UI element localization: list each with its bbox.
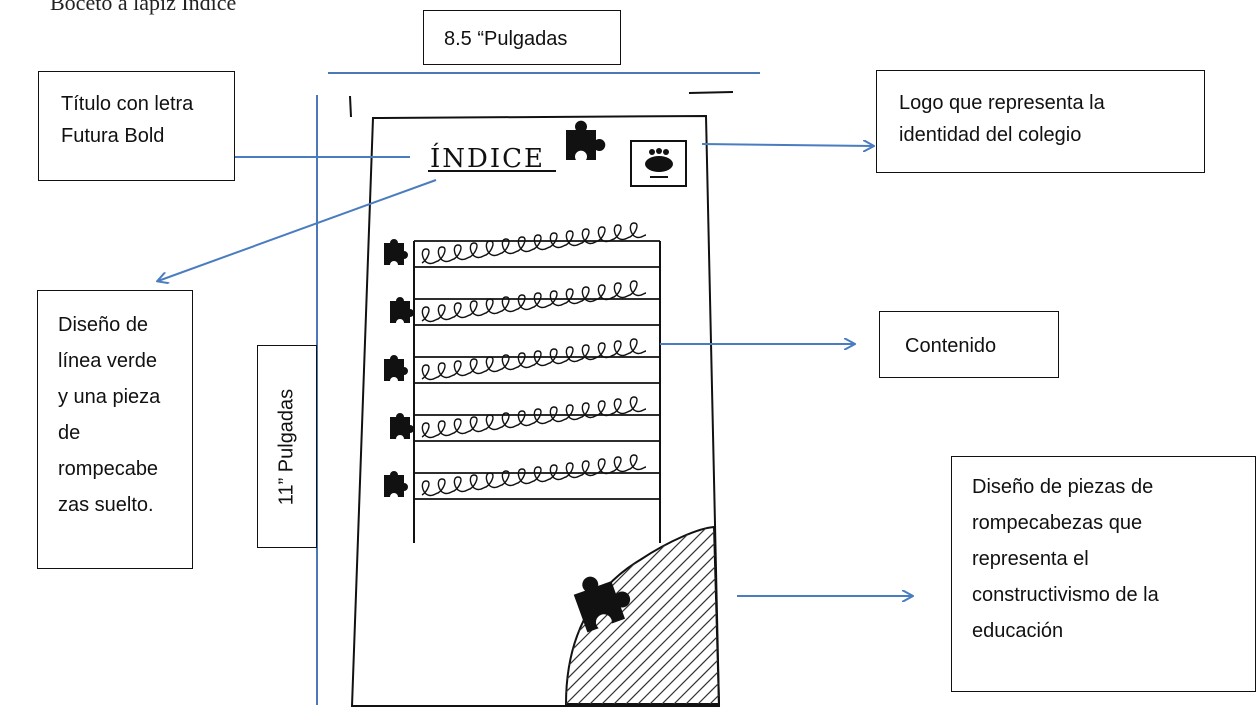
- puzzle-piece-icon: [390, 297, 414, 323]
- sketch-page: ÍNDICE: [349, 91, 734, 707]
- arrow-logo: [701, 144, 873, 146]
- puzzle-piece-icon: [384, 239, 408, 265]
- callout-title-font: Título con letra Futura Bold: [38, 71, 235, 181]
- height-label: 11” Pulgadas: [275, 388, 298, 505]
- callout-line: constructivismo de la: [972, 584, 1159, 606]
- callout-line: identidad del colegio: [899, 124, 1082, 146]
- width-label: 8.5 “Pulgadas: [444, 28, 568, 50]
- puzzle-piece-icon: [390, 413, 414, 439]
- height-label-box: 11” Pulgadas: [257, 345, 317, 548]
- callout-line: educación: [972, 620, 1064, 642]
- callout-line: Logo que representa la: [899, 92, 1105, 114]
- content-row: [390, 396, 660, 442]
- callout-line: representa el: [972, 548, 1089, 570]
- callout-line: Título con letra: [61, 93, 194, 115]
- callout-line: Diseño de piezas de: [972, 476, 1154, 498]
- rows-frame: [413, 241, 661, 543]
- content-row: [390, 280, 660, 326]
- callout-line: zas suelto.: [58, 494, 154, 516]
- callout-line: Futura Bold: [61, 125, 165, 147]
- callout-line: Contenido: [905, 335, 997, 357]
- sketch-title: ÍNDICE: [430, 142, 545, 174]
- callout-line: rompecabe: [58, 458, 159, 480]
- callout-line: y una pieza: [58, 386, 161, 408]
- callout-line: rompecabezas que: [972, 512, 1143, 534]
- callout-line: Diseño de: [58, 314, 149, 336]
- content-row: [384, 222, 660, 268]
- callout-content: Contenido: [879, 311, 1059, 378]
- page-heading: Boceto a lápiz Índice: [50, 0, 237, 15]
- content-rows: [384, 222, 661, 543]
- width-label-box: 8.5 “Pulgadas: [423, 10, 621, 65]
- callout-line: línea verde: [58, 350, 157, 372]
- callout-arrows: [158, 144, 912, 596]
- puzzle-piece-icon: [384, 471, 408, 497]
- puzzle-piece-icon: [566, 120, 606, 160]
- content-row: [384, 338, 660, 384]
- puzzle-piece-icon: [384, 355, 408, 381]
- callout-logo: Logo que representa la identidad del col…: [876, 70, 1205, 173]
- arrow-line-design: [158, 179, 437, 281]
- content-row: [384, 454, 660, 500]
- callout-line-design: Diseño de línea verde y una pieza de rom…: [37, 290, 193, 569]
- puzzle-piece-icon: [573, 576, 631, 633]
- school-logo-icon: [630, 140, 687, 187]
- callout-line: de: [58, 422, 81, 444]
- callout-puzzle-design: Diseño de piezas de rompecabezas que rep…: [951, 456, 1256, 692]
